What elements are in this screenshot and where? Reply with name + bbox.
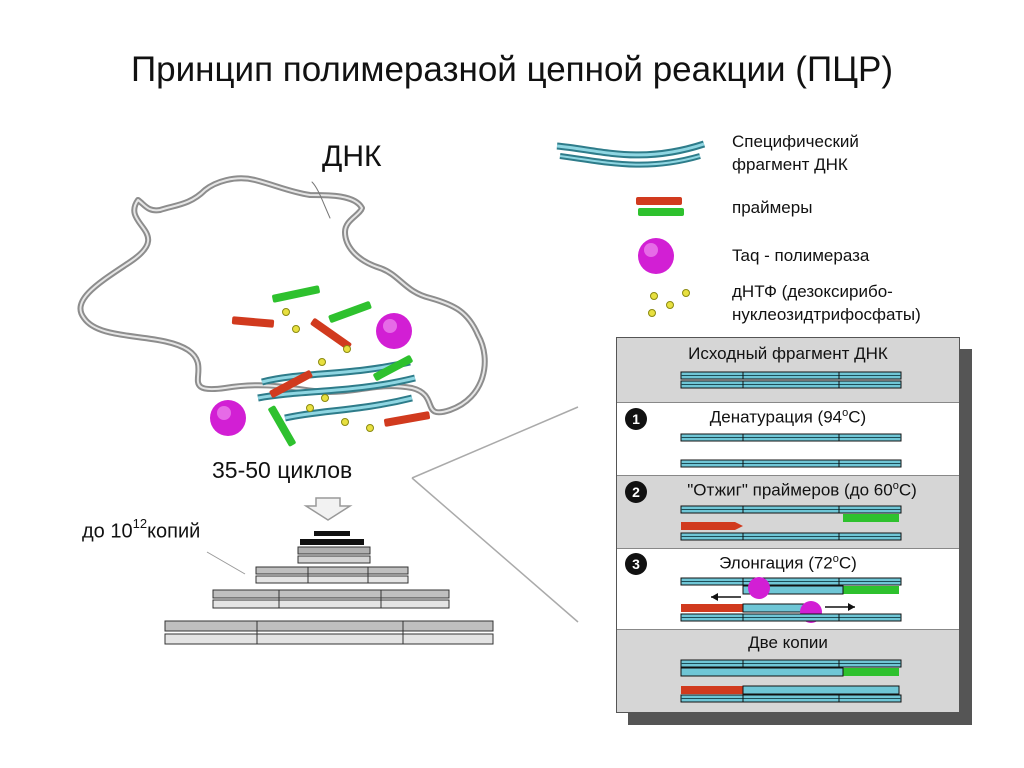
- legend-dntp-line1: дНТФ (дезоксирибо-: [732, 282, 893, 301]
- annealing-text: "Отжиг" праймеров (до 60: [687, 480, 893, 500]
- annealing-unit: С): [898, 480, 917, 500]
- legend-primers: праймеры: [732, 198, 813, 217]
- pcr-steps-panel: Исходный фрагмент ДНК 1 Денатурация (94o…: [616, 337, 960, 713]
- elongation-polymerase-top: [748, 577, 770, 599]
- legend-dntp: дНТФ (дезоксирибо- нуклеозидтрифосфаты): [732, 280, 921, 326]
- dna-label: ДНК: [322, 140, 382, 173]
- step-initial: Исходный фрагмент ДНК: [617, 338, 959, 403]
- copies-pointer: [206, 551, 246, 575]
- step-number-2: 2: [625, 481, 647, 503]
- step-annealing-title: "Отжиг" праймеров (до 60oС): [631, 480, 973, 501]
- legend-dntp-icon: [648, 289, 690, 317]
- annealing-strands: [680, 505, 902, 541]
- copies-prefix: до 10: [82, 520, 133, 543]
- step-denaturation-title: Денатурация (94oС): [617, 407, 959, 428]
- denatured-strands: [680, 433, 902, 468]
- legend-fragment-line2: фрагмент ДНК: [732, 155, 848, 174]
- denaturation-unit: С): [848, 407, 867, 427]
- step-copies-title: Две копии: [748, 633, 828, 652]
- elongation-unit: С): [838, 553, 857, 573]
- copies-suffix: копий: [147, 520, 201, 543]
- free-primers: [231, 285, 431, 447]
- legend-dntp-line2: нуклеозидтрифосфаты): [732, 305, 921, 324]
- panel-strands: [680, 371, 902, 703]
- polymerase-blobs: [210, 313, 412, 436]
- annealed-primer-red: [681, 522, 743, 530]
- step-elongation: 3 Элонгация (72oС): [617, 549, 959, 630]
- annealing-deg: o: [892, 480, 899, 492]
- elongation-text: Элонгация (72: [719, 553, 833, 573]
- two-copies: [680, 659, 902, 703]
- amplification-pyramid: [164, 531, 494, 645]
- copies-exponent: 12: [132, 516, 148, 531]
- step-initial-title: Исходный фрагмент ДНК: [688, 344, 888, 363]
- elongation-strands: [680, 577, 902, 623]
- denaturation-deg: o: [842, 407, 849, 419]
- legend-fragment-line1: Специфический: [732, 132, 859, 151]
- copies-label: до 1012копий: [82, 516, 201, 544]
- legend-fragment: Специфический фрагмент ДНК: [732, 130, 859, 176]
- legend-polymerase: Taq - полимераза: [732, 246, 870, 265]
- step-denaturation: 1 Денатурация (94oС): [617, 403, 959, 476]
- elongation-deg: o: [832, 553, 839, 565]
- zoom-line-bottom: [411, 477, 579, 623]
- dntp-dots: [282, 308, 374, 432]
- legend-primers-icon: [636, 197, 684, 216]
- legend-polymerase-icon: [638, 238, 674, 274]
- cycles-label: 35-50 циклов: [212, 457, 353, 483]
- page-title: Принцип полимеразной цепной реакции (ПЦР…: [130, 50, 893, 89]
- initial-double-strand: [680, 371, 902, 389]
- cycles-arrow: [303, 497, 353, 521]
- zoom-line-top: [411, 406, 579, 479]
- step-number-3: 3: [625, 553, 647, 575]
- annealed-primer-green: [843, 514, 899, 522]
- denaturation-text: Денатурация (94: [709, 407, 843, 427]
- step-elongation-title: Элонгация (72oС): [617, 553, 959, 574]
- step-number-1: 1: [625, 408, 647, 430]
- legend-fragment-icon: [556, 140, 706, 168]
- genomic-dna-strand: [77, 175, 488, 416]
